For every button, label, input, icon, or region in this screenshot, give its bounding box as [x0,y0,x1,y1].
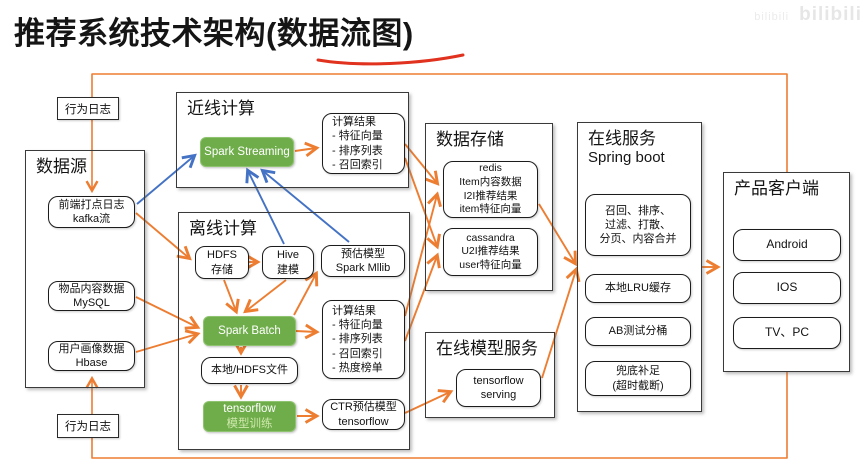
node-spark-streaming: Spark Streaming [200,137,294,167]
bilibili-logo-text: bilibili [799,4,862,25]
tf-train-line1: tensorflow [223,402,276,415]
online-service-subtitle: Spring boot [588,149,665,167]
arrow-kafka-to-sparkstreaming [136,153,197,205]
arrow-hive-to-sparkbatch [243,279,287,314]
storage-panel: 数据存储 [425,123,553,291]
node-local-hdfs-file: 本地/HDFS文件 [201,357,298,384]
arrow-hive-to-sparkstreaming [245,167,285,245]
arrow-nearline-result-to-redis [404,143,440,186]
arrow-ctr-to-tfserving [404,389,454,414]
node-tensorflow-training: tensorflow 模型训练 [203,401,296,432]
node-offline-result: 计算结果- 特征向量- 排序列表- 召回索引- 热度榜单 [322,300,405,379]
tf-train-line2: 模型训练 [226,417,273,430]
arrow-offline-result-to-cassandra [404,252,441,342]
arrow-mysql-to-sparkbatch [135,296,201,330]
page-title: 推荐系统技术架构(数据流图) [14,16,414,51]
arrow-client-top-to-behavior-log [85,73,788,194]
node-android: Android [733,229,841,261]
node-spark-batch: Spark Batch [203,316,296,346]
behavior-log-bottom: 行为日志 [57,414,119,438]
node-ios: IOS [733,272,841,304]
arrow-hdfs-to-sparkbatch [223,279,240,315]
arrow-sparkbatch-to-model [293,270,319,316]
node-lru-cache: 本地LRU缓存 [585,274,691,303]
datasource-panel: 数据源 [25,150,145,388]
arrow-nearline-result-to-cassandra [404,157,441,250]
node-ab-test: AB测试分桶 [585,317,691,346]
datasource-title: 数据源 [36,157,87,176]
spark-streaming-label: Spark Streaming [204,145,290,158]
node-fallback: 兜底补足(超时截断) [585,361,691,396]
node-recall-pipeline: 召回、排序、过滤、打散、分页、内容合并 [585,194,691,256]
model-service-panel: 在线模型服务 [425,332,555,418]
arrow-offline-result-to-redis [404,191,442,317]
arrow-model-to-sparkstreaming [260,168,350,243]
watermark-bilibili: bilibili bilibili [754,4,862,26]
nearline-title: 近线计算 [187,99,255,118]
arrow-sparkstreaming-to-result [294,141,320,158]
node-nearline-result: 计算结果- 特征向量- 排序列表- 召回索引 [322,113,405,174]
offline-title: 离线计算 [189,219,257,238]
watermark-small-text: bilibili [754,11,790,23]
client-panel: 产品客户端 [723,172,850,372]
spark-batch-label: Spark Batch [218,324,281,337]
arrow-sparkbatch-to-result [295,323,320,340]
nearline-panel: 近线计算 [176,92,409,188]
node-tv-pc: TV、PC [733,317,841,349]
online-service-title: 在线服务 [588,129,656,148]
behavior-log-top: 行为日志 [57,97,119,120]
client-title: 产品客户端 [734,179,819,198]
arrow-tfserving-to-online-service [541,266,581,379]
storage-title: 数据存储 [436,130,504,149]
model-service-title: 在线模型服务 [436,339,538,358]
red-underline [316,53,465,66]
arrow-hbase-to-sparkbatch [135,329,201,353]
arrow-redis-to-online-service [538,203,577,267]
offline-panel: 离线计算 [178,212,410,450]
